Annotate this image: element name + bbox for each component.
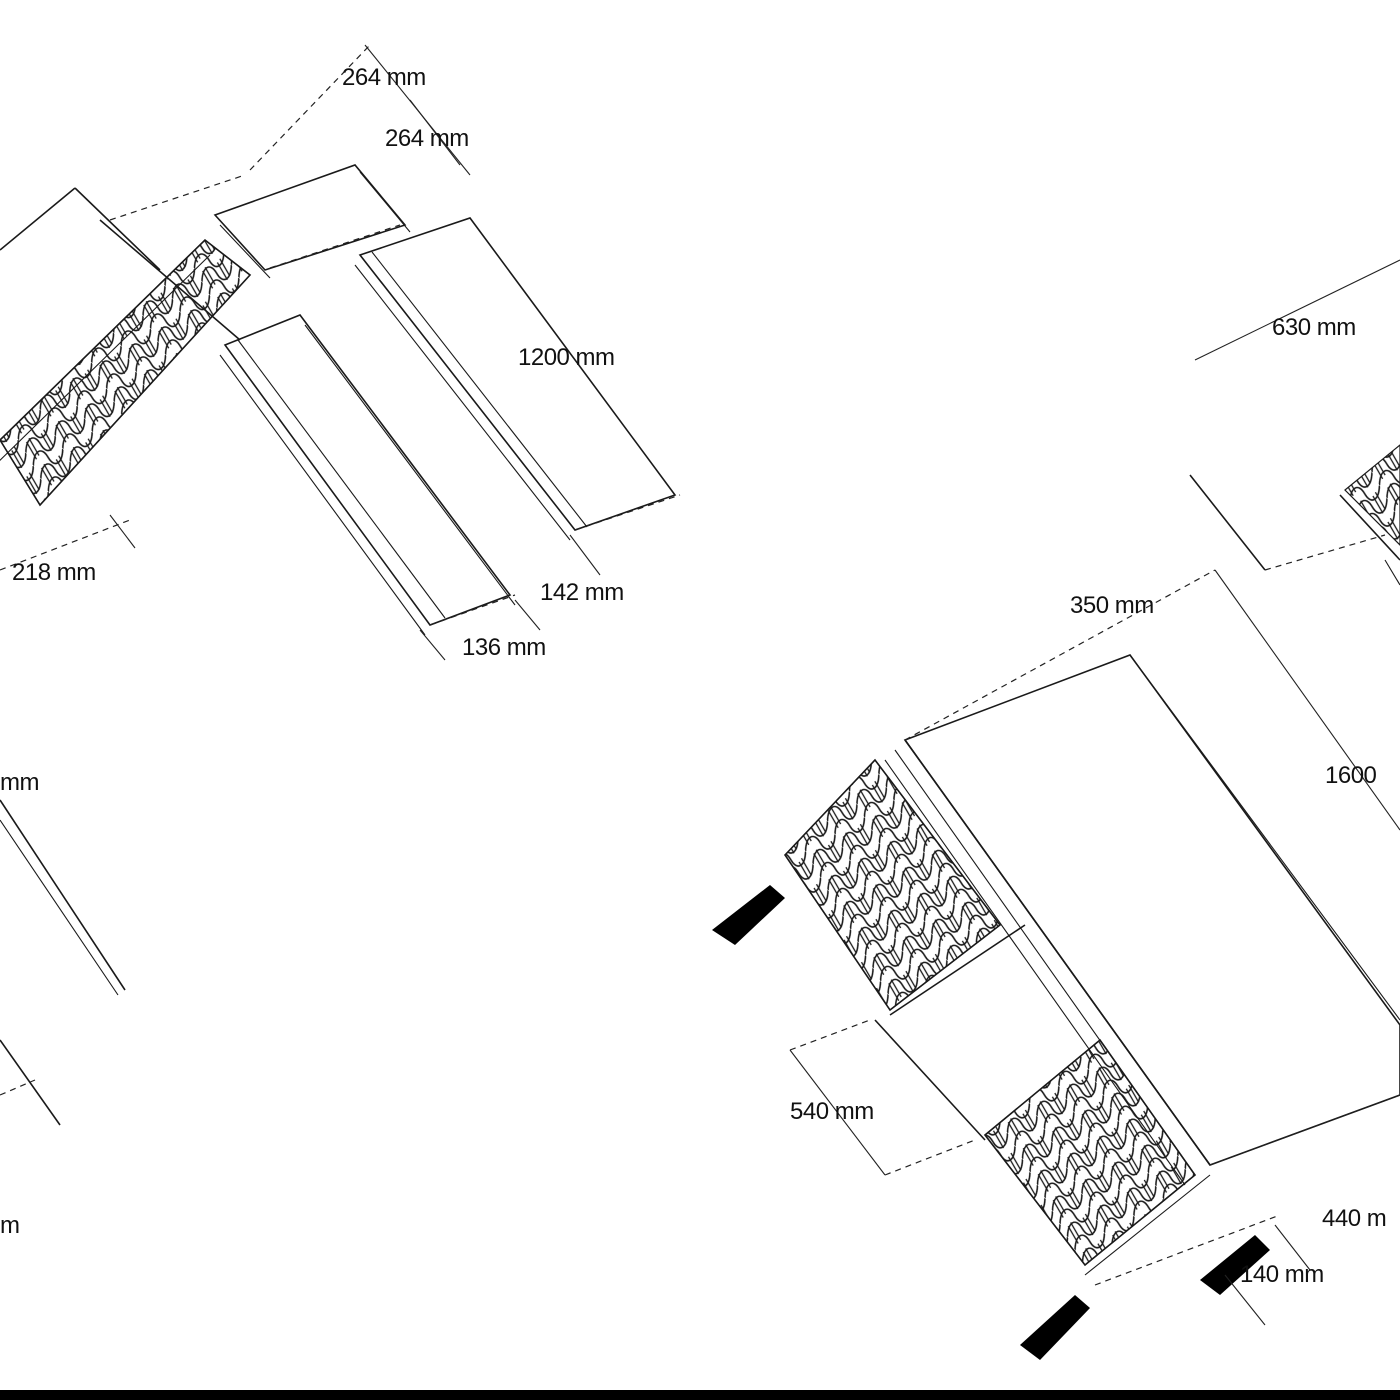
- dim-right-leg-height-2: [884, 1139, 976, 1176]
- cabinet-top-edge-inner: [1129, 654, 1400, 1021]
- left-frame-edge-2: [99, 219, 241, 341]
- label-right-length: 1600: [1325, 762, 1377, 789]
- dim-right-base-1: [1209, 1094, 1400, 1166]
- cabinet-leg-left: [712, 885, 785, 945]
- right-partial-edge: [1339, 494, 1400, 561]
- dim-top-width-2: [269, 224, 401, 269]
- cabinet-leg-right: [1200, 1235, 1270, 1295]
- label-left-partial-2: m: [0, 1212, 20, 1239]
- dim-right-leg-height: [789, 1019, 871, 1051]
- left-lower-panel-edge: [0, 799, 126, 991]
- dim-right-base-tick-2: [1224, 1274, 1266, 1326]
- label-right-depth: 630 mm: [1272, 314, 1356, 341]
- left-frame-top-edge: [74, 187, 161, 271]
- right-partial-edge-2: [1189, 474, 1266, 571]
- bottom-border-bar: [0, 1390, 1400, 1400]
- dim-right-base-tick: [1274, 1224, 1311, 1271]
- label-top-width-1: 264 mm: [342, 64, 426, 91]
- cabinet-front-edge: [904, 739, 1211, 1166]
- cabinet-woven-door-upper-edge: [783, 758, 1002, 1012]
- dim-right-width: [904, 569, 1216, 741]
- right-cabinet-group: [712, 259, 1400, 1360]
- left-panel-2-inner-3: [304, 324, 516, 606]
- left-woven-strip-edge: [0, 238, 252, 507]
- label-panel-height-1: 142 mm: [540, 579, 624, 606]
- label-top-width-2: 264 mm: [385, 125, 469, 152]
- label-panel-length: 1200 mm: [518, 344, 615, 371]
- dim-panel-height-2: [429, 594, 516, 626]
- label-right-base-2: 140 mm: [1240, 1261, 1324, 1288]
- dim-bench-width: [0, 519, 131, 571]
- cabinet-leg-front: [1020, 1295, 1090, 1360]
- dim-panel-length: [574, 494, 681, 531]
- left-lower-panel-edge-3: [0, 1039, 61, 1126]
- label-right-width: 350 mm: [1070, 592, 1154, 619]
- dim-right-depth: [1264, 534, 1386, 571]
- dim-panel-height-2-tick: [514, 599, 541, 631]
- left-panel-1-inner-2: [371, 251, 588, 528]
- cabinet-woven-door-lower: [984, 1039, 1196, 1266]
- left-top-block: [213, 164, 407, 271]
- dim-bench-width-tick: [109, 514, 136, 549]
- right-partial-edge-3: [1384, 559, 1400, 586]
- dim-right-length: [1214, 569, 1400, 831]
- dim-panel-height-2-tick-2: [419, 629, 446, 661]
- cabinet-woven-door-upper: [784, 759, 1001, 1011]
- label-left-partial-1: mm: [0, 769, 39, 796]
- cabinet-base-line: [1084, 1174, 1211, 1276]
- label-right-leg-height: 540 mm: [790, 1098, 874, 1125]
- left-panel-2-inner: [219, 354, 426, 636]
- left-strip-inner-line: [0, 254, 211, 461]
- cabinet-shelf-side: [874, 1019, 986, 1141]
- dim-right-leg-height-ext: [789, 1049, 886, 1176]
- left-frame-edge-3: [0, 187, 76, 251]
- label-bench-width: 218 mm: [12, 559, 96, 586]
- dim-top-width-2-ext: [409, 99, 461, 166]
- left-woven-strip: [0, 239, 251, 506]
- left-panel-1-inner: [354, 264, 571, 541]
- left-top-block-side: [219, 224, 271, 279]
- right-partial-cabinet: [1344, 444, 1400, 546]
- left-top-block-side-2: [359, 171, 411, 233]
- label-right-base-1: 440 m: [1322, 1205, 1386, 1232]
- cabinet-shelf-line: [889, 924, 1026, 1016]
- left-bench-group: [0, 44, 681, 1126]
- dim-panel-height-1-tick: [569, 534, 601, 576]
- left-panel-2-inner-2: [237, 339, 446, 619]
- label-panel-height-2: 136 mm: [462, 634, 546, 661]
- left-panel-2: [223, 314, 512, 626]
- dim-top-width-1-ext: [249, 44, 371, 171]
- cabinet-woven-door-lower-edge: [983, 1038, 1197, 1267]
- left-panel-1: [358, 217, 677, 531]
- left-lower-panel-edge-2: [0, 819, 119, 996]
- dim-right-depth-ext: [1194, 259, 1400, 361]
- dim-top-width-1: [109, 174, 246, 221]
